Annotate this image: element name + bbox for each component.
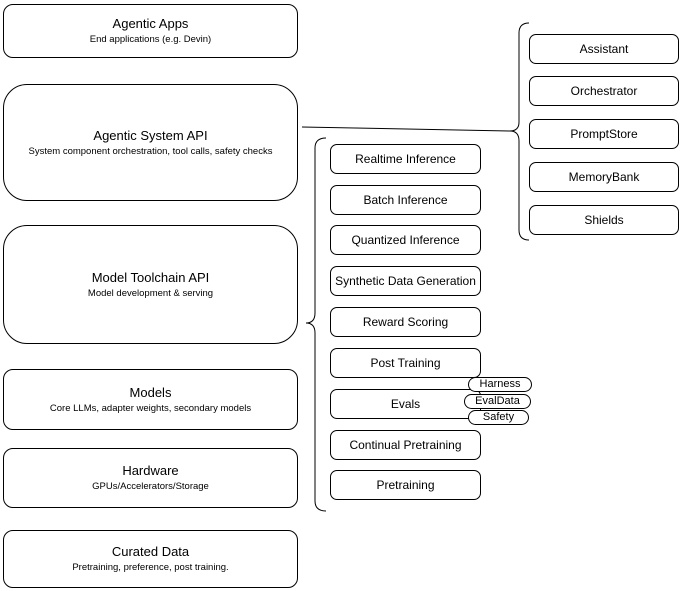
node-assistant: Assistant [529,34,679,64]
node-subtitle: GPUs/Accelerators/Storage [92,481,209,492]
eval-tag-safety: Safety [468,410,529,425]
node-models: Models Core LLMs, adapter weights, secon… [3,369,298,430]
node-post-training: Post Training [330,348,481,378]
node-title: Curated Data [111,544,190,559]
node-orchestrator: Orchestrator [529,76,679,106]
node-memorybank: MemoryBank [529,162,679,192]
node-promptstore: PromptStore [529,119,679,149]
node-subtitle: System component orchestration, tool cal… [28,145,273,157]
node-model-toolchain-api: Model Toolchain API Model development & … [3,225,298,344]
node-synthetic-data-generation: Synthetic Data Generation [330,266,481,296]
components-brace [509,22,530,241]
node-quantized-inference: Quantized Inference [330,225,481,255]
api-to-components-line [301,126,511,132]
node-continual-pretraining: Continual Pretraining [330,430,481,460]
node-curated-data: Curated Data Pretraining, preference, po… [3,530,298,588]
node-realtime-inference: Realtime Inference [330,144,481,174]
node-hardware: Hardware GPUs/Accelerators/Storage [3,448,298,508]
node-title: Agentic System API [93,127,208,143]
node-title: Agentic Apps [112,16,189,31]
node-title: Hardware [122,463,179,478]
node-batch-inference: Batch Inference [330,185,481,215]
node-pretraining: Pretraining [330,470,481,500]
node-subtitle: Core LLMs, adapter weights, secondary mo… [49,402,252,414]
node-subtitle: Pretraining, preference, post training. [72,562,229,573]
node-subtitle: End applications (e.g. Devin) [89,34,212,45]
toolchain-brace [305,137,327,512]
node-shields: Shields [529,205,679,235]
node-agentic-system-api: Agentic System API System component orch… [3,84,298,201]
eval-tag-harness: Harness [468,377,532,392]
node-evals: Evals [330,389,481,419]
node-title: Model Toolchain API [91,269,210,285]
node-subtitle: Model development & serving [87,287,214,299]
node-title: Models [129,384,172,400]
node-agentic-apps: Agentic Apps End applications (e.g. Devi… [3,4,298,58]
node-reward-scoring: Reward Scoring [330,307,481,337]
eval-tag-evaldata: EvalData [464,394,531,409]
